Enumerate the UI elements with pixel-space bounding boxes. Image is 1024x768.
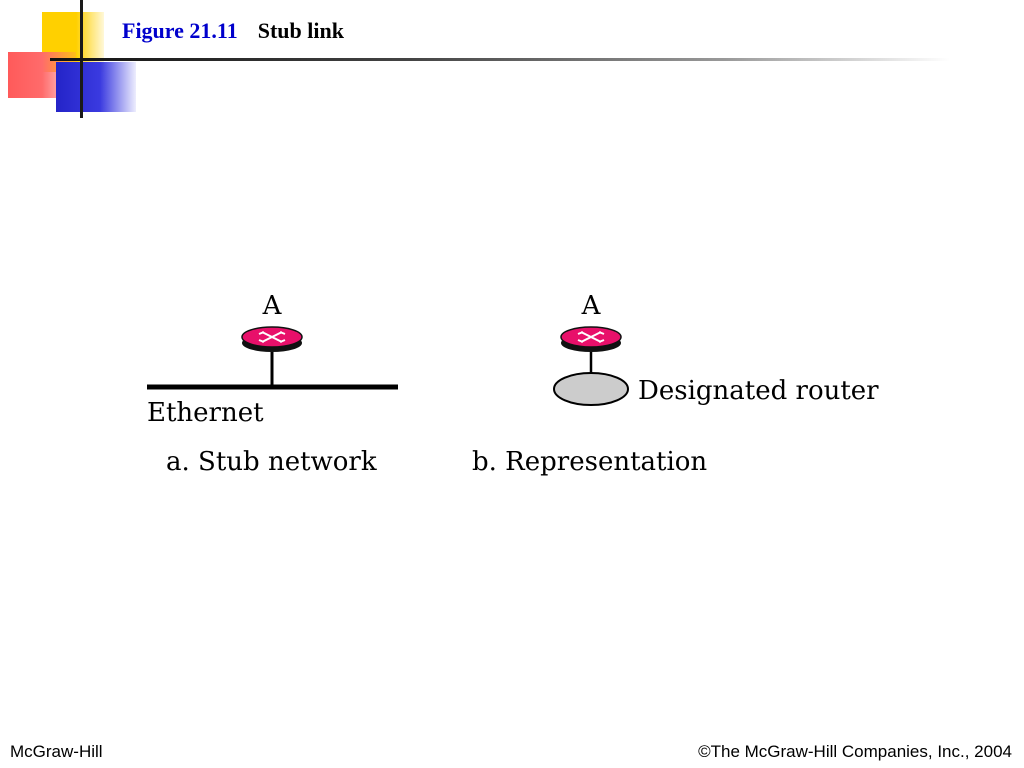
slide-title: Figure 21.11 Stub link: [122, 18, 344, 44]
caption-representation: b. Representation: [472, 447, 707, 477]
decor-blue-square: [56, 62, 136, 112]
router-icon: [560, 326, 622, 352]
footer-publisher: McGraw-Hill: [10, 742, 103, 761]
figure-label: Figure 21.11: [122, 18, 238, 43]
router-cross-mark: [258, 331, 286, 343]
representation-group: A Designated router b. Representation: [472, 291, 879, 477]
decor-horizontal-rule: [50, 58, 950, 61]
figure-title: Stub link: [257, 18, 344, 43]
designated-router-label: Designated router: [638, 376, 879, 406]
footer-copyright: ©The McGraw-Hill Companies, Inc., 2004: [698, 742, 1012, 761]
caption-stub-network: a. Stub network: [166, 447, 377, 477]
stub-network-group: A Ethernet a. Stub network: [147, 291, 398, 477]
router-cross-mark: [577, 331, 605, 343]
designated-router-node: [553, 372, 629, 406]
ethernet-label: Ethernet: [147, 398, 264, 428]
router-icon: [241, 326, 303, 352]
router-a-label-stub: A: [262, 291, 283, 321]
router-a-label-representation: A: [581, 291, 602, 321]
